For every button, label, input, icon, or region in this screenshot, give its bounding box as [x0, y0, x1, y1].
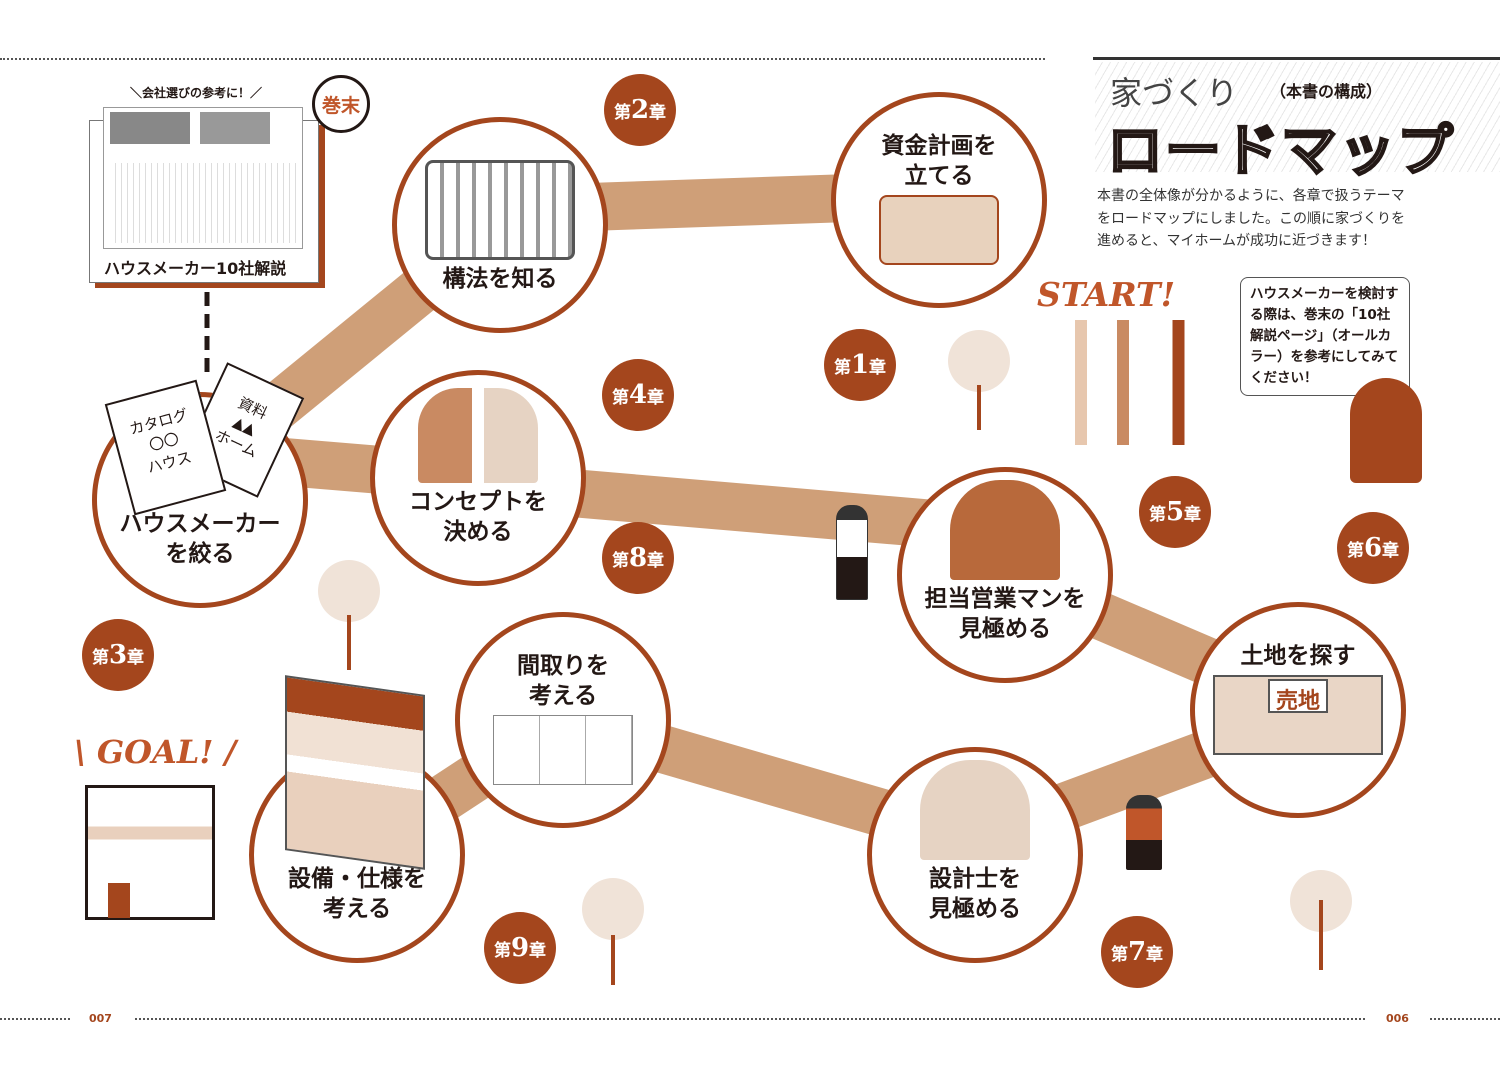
speech-bubble: ハウスメーカーを検討する際は、巻末の「10社解説ページ」（オールカラー）を参考に…: [1240, 277, 1410, 396]
tree-icon: [948, 330, 1010, 392]
kitchen-illustration: [285, 675, 425, 870]
top-rule: [0, 58, 1045, 60]
node-floor-plan: 間取りを 考える: [455, 612, 671, 828]
salesman-illustration: [950, 480, 1060, 580]
page-number-right: 006: [1386, 1012, 1409, 1025]
person-with-money-illustration: [1126, 795, 1162, 870]
appendix-caption: ＼会社選びの参考に！／: [130, 86, 263, 100]
appendix-badge: 巻末: [312, 75, 370, 133]
person-illustration: [836, 505, 868, 600]
node-construction-method: 構法を知る: [392, 117, 608, 333]
title-small: 家づくり: [1110, 74, 1239, 112]
title-block: 家づくり （本書の構成） ロードマップ: [1095, 62, 1500, 185]
start-label: START!: [1037, 275, 1176, 314]
tree-icon: [318, 560, 380, 622]
node-concept: コンセプトを 決める: [370, 370, 586, 586]
bottom-rule: [1430, 1018, 1500, 1020]
node-label: 土地を探す: [1240, 643, 1356, 669]
node-label: 設計士を 見極める: [929, 866, 1021, 922]
node-label: ハウスメーカー を絞る: [119, 511, 281, 567]
goal-label: \ GOAL! /: [74, 733, 237, 771]
money-illustration: [879, 195, 999, 265]
page-number-left: 007: [89, 1012, 112, 1025]
node-sales-rep: 担当営業マンを 見極める: [897, 467, 1113, 683]
tree-icon: [582, 878, 644, 940]
node-label: 資金計画を 立てる: [881, 133, 997, 189]
node-funding-plan: 資金計画を 立てる: [831, 92, 1047, 308]
land-sign: 売地: [1267, 679, 1328, 714]
node-land: 土地を探す 売地: [1190, 602, 1406, 818]
intro-text: 本書の全体像が分かるように、各章で扱うテーマをロードマップにしました。この順に家…: [1097, 188, 1405, 249]
node-label: 担当営業マンを 見極める: [924, 586, 1086, 642]
node-label: コンセプトを 決める: [409, 489, 547, 545]
appendix-title: ハウスメーカー10社解説: [104, 259, 287, 278]
architect-illustration: [920, 760, 1030, 860]
node-label: 間取りを 考える: [517, 653, 609, 709]
frame-illustration: [425, 160, 575, 260]
guide-person-illustration: [1350, 378, 1422, 483]
appendix-page-preview: [103, 107, 303, 249]
node-label: 構法を知る: [442, 266, 558, 292]
title-main: ロードマップ: [1106, 118, 1455, 186]
title-sub: （本書の構成）: [1270, 82, 1383, 101]
floor-plan-illustration: [493, 715, 633, 785]
node-architect: 設計士を 見極める: [867, 747, 1083, 963]
title-rule: [1093, 57, 1500, 60]
land-illustration: 売地: [1213, 675, 1383, 755]
bottom-rule: [135, 1018, 1365, 1020]
bottom-rule: [0, 1018, 70, 1020]
couple-illustration: [418, 388, 538, 483]
goal-house-illustration: [85, 785, 215, 920]
node-label: 設備・仕様を 考える: [288, 866, 426, 922]
family-walking-illustration: [1060, 320, 1210, 445]
